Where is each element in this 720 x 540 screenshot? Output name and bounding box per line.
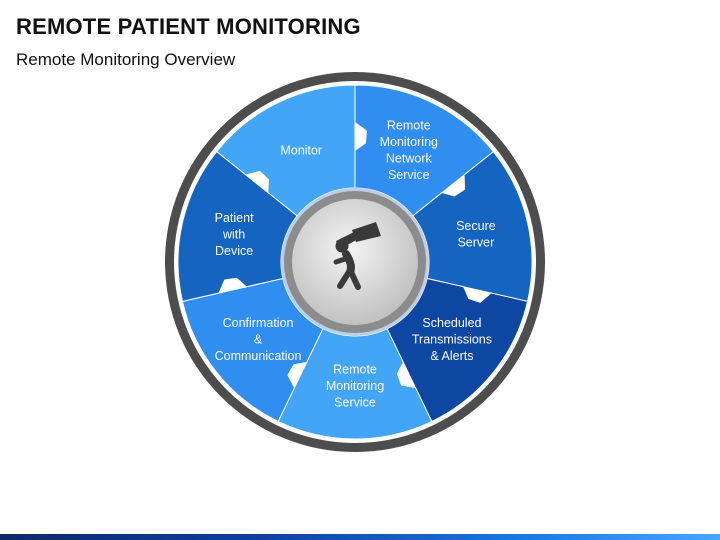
segment-label-line: Remote <box>387 119 431 133</box>
segment-label-line: Monitoring <box>380 135 438 149</box>
segment-label-line: Remote <box>333 363 377 377</box>
segment-label-line: Service <box>334 396 376 410</box>
segment-label-line: Communication <box>215 349 302 363</box>
segment-label-line: & Alerts <box>430 349 473 363</box>
segment-monitoring-service <box>277 328 433 440</box>
footer-accent-bar <box>0 534 720 540</box>
segment-label-line: & <box>254 332 263 346</box>
segment-secure-server <box>412 150 533 302</box>
segment-label-line: Scheduled <box>422 316 481 330</box>
segment-scheduled <box>386 277 529 423</box>
segment-label-line: Patient <box>215 211 254 225</box>
segment-label-line: Transmissions <box>412 332 492 346</box>
segment-label-monitor: Monitor <box>280 143 322 157</box>
segment-label-confirmation: Confirmation & Communication <box>215 316 302 363</box>
segment-label-line: Network <box>386 152 433 166</box>
segment-label-line: Monitoring <box>326 379 384 393</box>
segment-confirmation <box>181 277 324 423</box>
segment-label-line: Server <box>457 236 494 250</box>
segment-label-line: Device <box>215 244 253 258</box>
segment-label-line: Monitor <box>280 143 322 157</box>
segment-label-line: with <box>222 227 245 241</box>
segment-label-line: Service <box>388 168 430 182</box>
hub-core <box>292 199 418 325</box>
segment-network-service <box>354 84 495 217</box>
segments-group <box>177 84 533 440</box>
page-subtitle: Remote Monitoring Overview <box>16 50 236 69</box>
segment-label-line: Confirmation <box>223 316 294 330</box>
person-with-telescope-icon <box>333 222 381 290</box>
page-title: REMOTE PATIENT MONITORING <box>16 14 361 39</box>
segment-label-line: Secure <box>456 219 496 233</box>
segment-patient <box>177 150 298 302</box>
